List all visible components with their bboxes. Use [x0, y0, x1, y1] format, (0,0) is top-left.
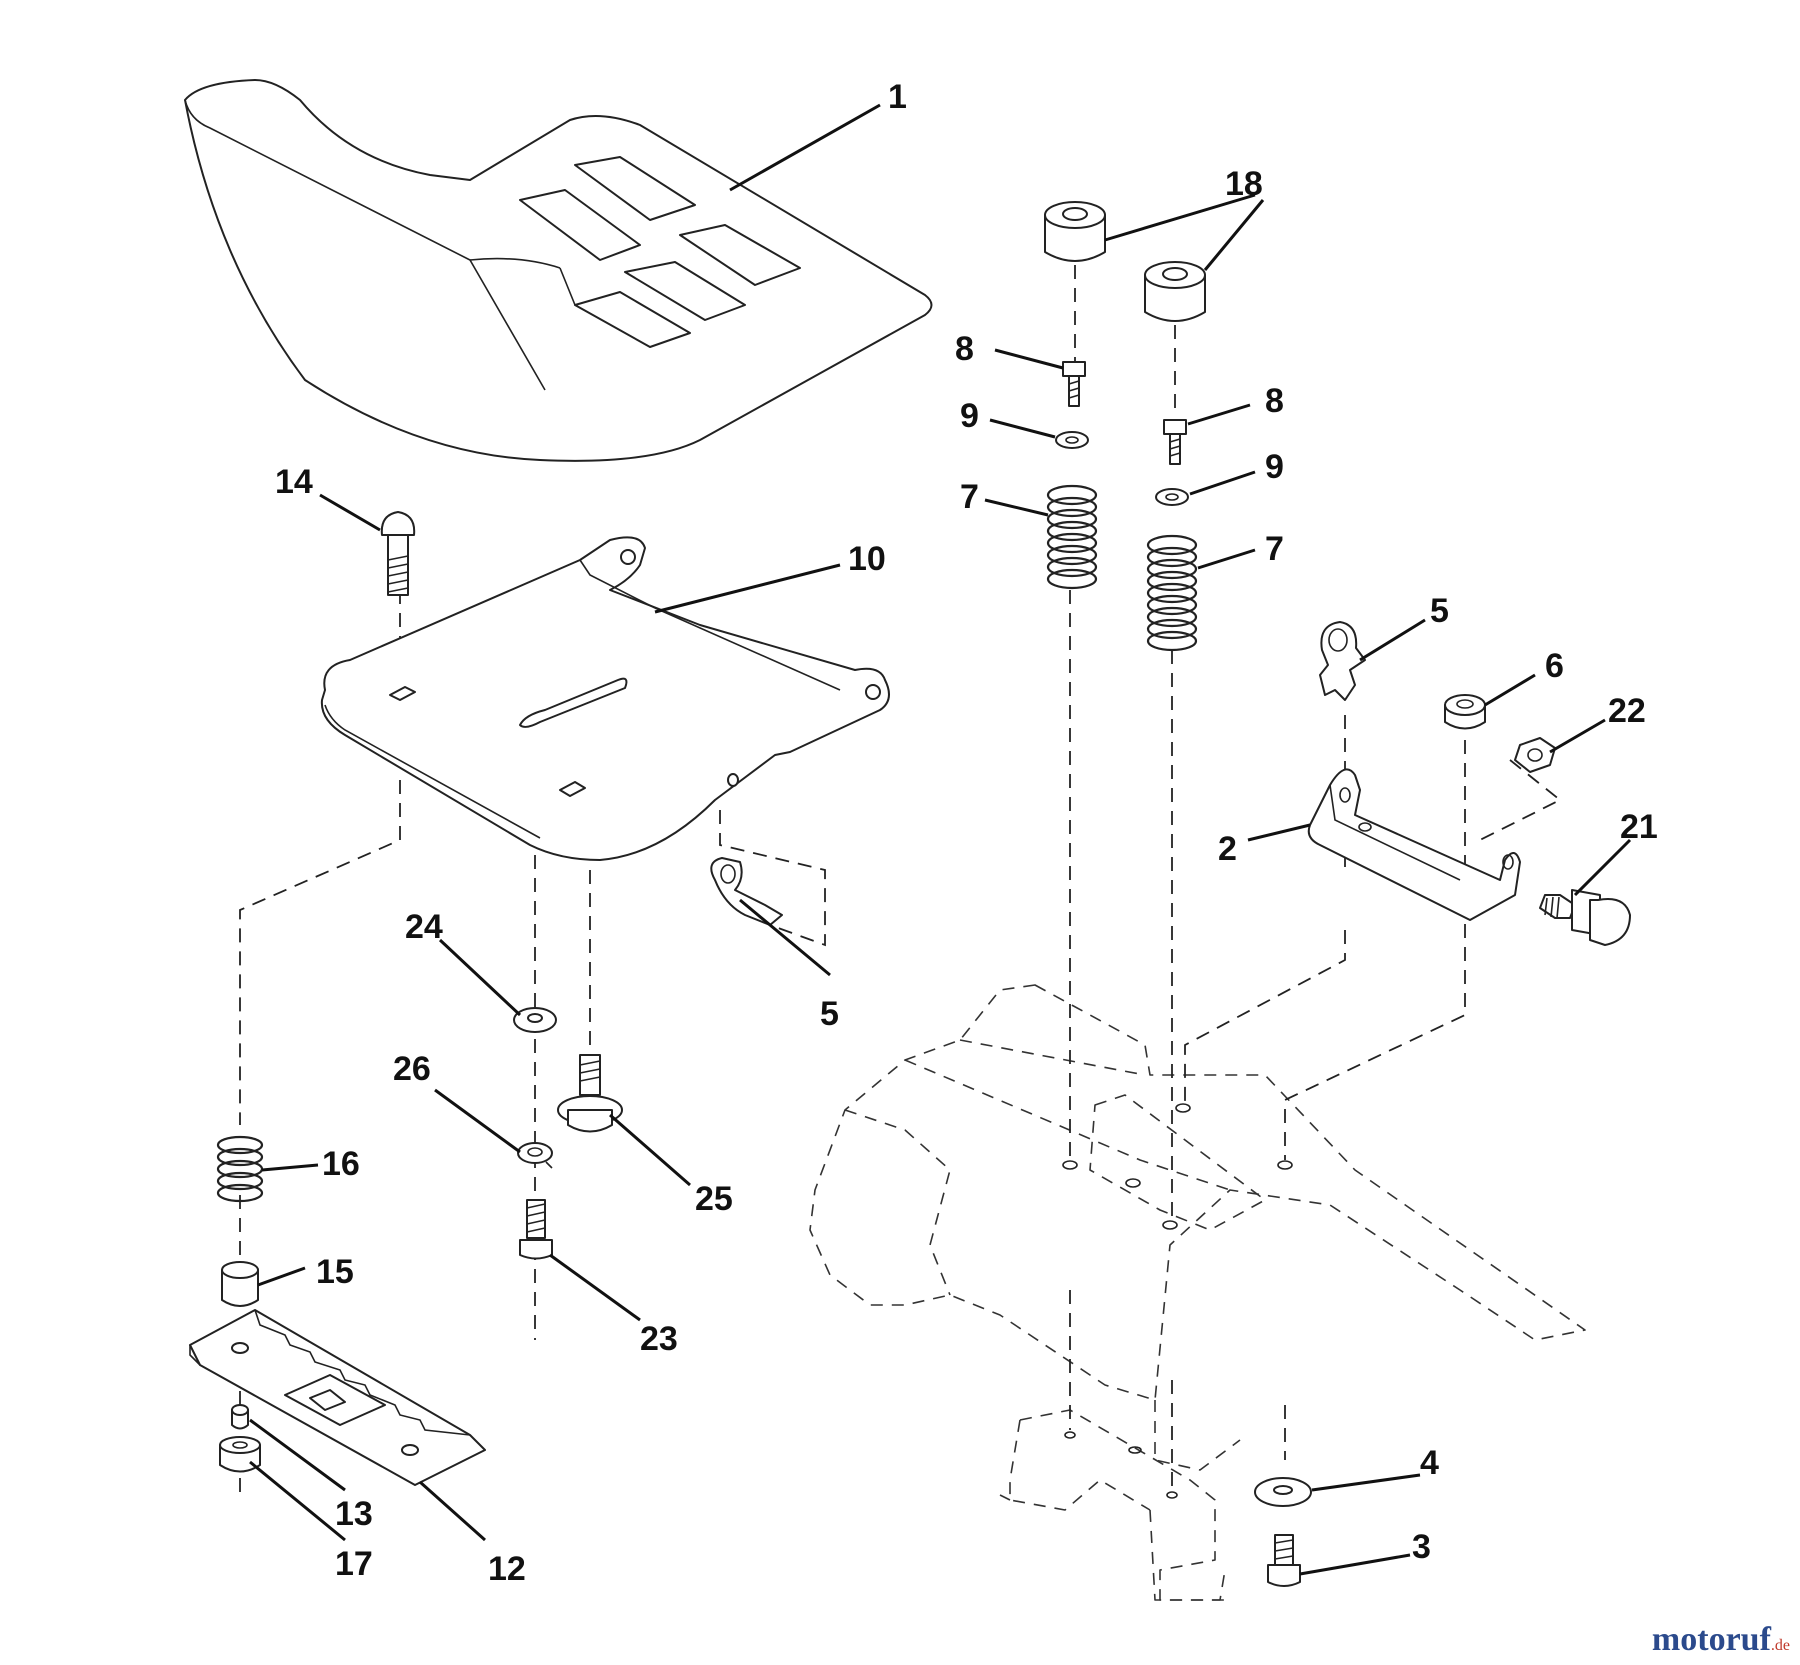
callout-24: 24 — [405, 908, 443, 946]
callout-10: 10 — [848, 540, 886, 578]
callout-5-left: 5 — [820, 995, 839, 1033]
callout-22: 22 — [1608, 692, 1646, 730]
seat-spring-right — [1146, 534, 1198, 652]
spacer — [221, 1261, 259, 1307]
spacer-nut — [231, 1404, 249, 1430]
callout-3: 3 — [1412, 1528, 1431, 1566]
lock-washer — [517, 1142, 553, 1169]
callout-4: 4 — [1420, 1444, 1439, 1482]
rubber-bumper-right — [1144, 261, 1206, 322]
carriage-bolt — [380, 511, 416, 596]
tractor-frame-outline — [809, 984, 1586, 1601]
rubber-bumper-left — [1044, 201, 1106, 262]
callout-labels: 1 18 8 8 9 9 7 7 5 6 22 21 2 4 3 14 10 5… — [275, 78, 1658, 1588]
callout-5-right: 5 — [1430, 592, 1449, 630]
callout-13: 13 — [335, 1495, 373, 1533]
shoulder-bolt-pivot — [1539, 889, 1631, 946]
washer-right — [1155, 488, 1189, 506]
callout-23: 23 — [640, 1320, 678, 1358]
callout-25: 25 — [695, 1180, 733, 1218]
assembly-guide-lines — [239, 265, 1562, 1495]
watermark-brand: motoruf — [1652, 1621, 1772, 1658]
callout-8-right: 8 — [1265, 382, 1284, 420]
svg-text:motoruf.de: motoruf.de — [1652, 1621, 1790, 1658]
callout-18: 18 — [1225, 165, 1263, 203]
callout-21: 21 — [1620, 808, 1658, 846]
shoulder-screw-left — [1062, 361, 1086, 407]
frame-holes — [1062, 1103, 1293, 1499]
callout-9-left: 9 — [960, 397, 979, 435]
callout-2: 2 — [1218, 830, 1237, 868]
callout-17: 17 — [335, 1545, 373, 1583]
callout-14: 14 — [275, 463, 313, 501]
watermark-suffix: .de — [1771, 1637, 1790, 1654]
hex-nut — [1514, 737, 1556, 773]
washer-left — [1055, 431, 1089, 449]
callout-7-right: 7 — [1265, 530, 1284, 568]
flat-washer-frame — [1254, 1477, 1312, 1507]
seat-switch-clip-right — [1319, 621, 1366, 701]
seat-switch-clip-left — [710, 857, 783, 926]
lock-nut — [1444, 694, 1486, 730]
seat-spring-left — [1046, 484, 1098, 590]
callout-16: 16 — [322, 1145, 360, 1183]
hex-bolt — [519, 1199, 553, 1260]
callout-7-left: 7 — [960, 478, 979, 516]
callout-6: 6 — [1545, 647, 1564, 685]
seat — [184, 79, 933, 462]
seat-pan — [320, 536, 890, 861]
shoulder-bolt — [557, 1054, 623, 1133]
pivot-bracket — [1307, 768, 1521, 921]
shoulder-screw-right — [1163, 419, 1187, 465]
callout-8-left: 8 — [955, 330, 974, 368]
callout-1: 1 — [888, 78, 907, 116]
flat-washer — [513, 1007, 557, 1033]
hex-flange-nut — [219, 1436, 261, 1473]
watermark-logo: motoruf.de — [1652, 1621, 1790, 1658]
seat-adjust-bracket — [189, 1309, 486, 1486]
callout-12: 12 — [488, 1550, 526, 1588]
callout-leaders — [249, 103, 1632, 1576]
callout-15: 15 — [316, 1253, 354, 1291]
callout-26: 26 — [393, 1050, 431, 1088]
callout-9-right: 9 — [1265, 448, 1284, 486]
compression-spring — [216, 1135, 264, 1203]
hex-bolt-frame — [1267, 1534, 1301, 1587]
